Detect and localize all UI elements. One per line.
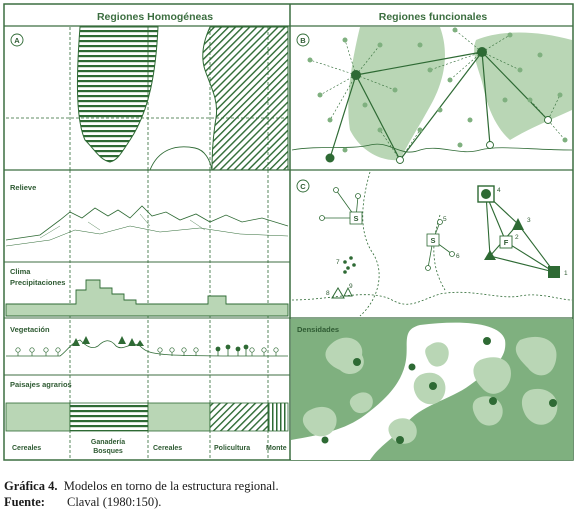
paisajes-agrarios-label: Paisajes agrarios — [10, 380, 72, 389]
densidades-label: Densidades — [297, 325, 339, 334]
clima-section: Clima Precipitaciones — [5, 267, 289, 317]
vegetacion-label: Vegetación — [10, 325, 50, 334]
label-monte: Monte — [266, 445, 287, 452]
caption-source-key: Fuente: — [4, 495, 45, 509]
figure-frame — [3, 3, 574, 461]
panel-c: C S S 5 6 7 8 9 — [291, 171, 573, 317]
label-6: 6 — [456, 253, 460, 260]
label-5: 5 — [443, 216, 447, 223]
box-s-2: S — [430, 236, 435, 245]
panel-a: A — [6, 26, 289, 171]
regional-structure-figure: Regiones Homogéneas Regiones funcionales… — [3, 3, 574, 461]
caption-title-text: Modelos en torno de la estructura region… — [63, 479, 279, 493]
label-bosques: Bosques — [93, 448, 123, 455]
panel-c-letter: C — [300, 182, 306, 191]
label-policultura: Policultura — [214, 445, 250, 452]
vegetacion-section: Vegetación — [6, 325, 289, 357]
label-cereales-1: Cereales — [12, 445, 41, 452]
caption-title-key: Gráfica 4. — [4, 479, 58, 493]
label-ganaderia: Ganadería — [91, 439, 125, 446]
box-f: F — [504, 238, 509, 247]
label-4: 4 — [497, 187, 501, 194]
box-s-1: S — [353, 214, 358, 223]
caption-source-text: Claval (1980:150). — [67, 495, 162, 509]
panel-b: B — [291, 27, 573, 164]
label-cereales-2: Cereales — [153, 445, 182, 452]
label-8: 8 — [326, 290, 330, 297]
panel-b-letter: B — [300, 36, 306, 45]
precipitaciones-label: Precipitaciones — [10, 278, 65, 287]
paisajes-agrarios-section: Paisajes agrarios — [5, 380, 289, 432]
label-3: 3 — [527, 217, 531, 224]
label-9: 9 — [349, 283, 353, 290]
label-2: 2 — [515, 234, 519, 241]
panel-a-letter: A — [14, 36, 20, 45]
relieve-label: Relieve — [10, 183, 36, 192]
clima-label: Clima — [10, 267, 31, 276]
header-regiones-funcionales: Regiones funcionales — [379, 11, 488, 23]
label-7: 7 — [336, 259, 340, 266]
header-regiones-homogeneas: Regiones Homogéneas — [97, 11, 213, 23]
densidades-panel: Densidades — [291, 319, 573, 460]
label-1: 1 — [564, 270, 568, 277]
relieve-section: Relieve — [5, 183, 289, 247]
figure-caption: Gráfica 4. Modelos en torno de la estruc… — [4, 478, 574, 510]
